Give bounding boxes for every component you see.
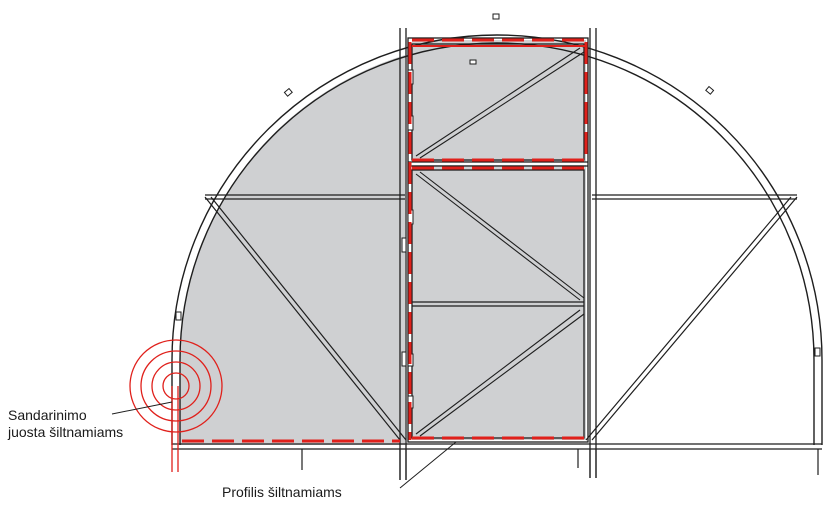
arch-clip-mark: [814, 347, 821, 357]
seal-leader: [111, 401, 173, 415]
door-top-clip: [469, 59, 477, 65]
right-diagonal-a: [591, 196, 798, 441]
sealing-tape-label-line1: Sandarinimo: [8, 407, 87, 423]
left-diagonal-a: [204, 196, 401, 441]
arch-clip-mark: [492, 13, 500, 20]
right-diagonal-b: [585, 196, 792, 441]
leader-lines: [111, 401, 457, 489]
door-upper-sash: [411, 43, 585, 161]
sealing-tape-label: Sandarinimo juosta šiltnamiams: [8, 407, 123, 441]
door-outer-frame: [407, 37, 589, 443]
door-frame: [399, 28, 597, 480]
sealing-tape-label-line2: juosta šiltnamiams: [8, 424, 124, 440]
ground-posts: [301, 449, 819, 480]
panel-shading: [179, 40, 586, 445]
diagonal-braces: [204, 196, 798, 441]
base-rail: [172, 443, 822, 450]
arch-clip-mark: [283, 87, 293, 97]
arch-frame: [171, 34, 823, 445]
door-lower-sash: [411, 169, 585, 439]
left-diagonal-b: [210, 196, 407, 441]
inner-arch: [179, 42, 815, 445]
outer-arch: [171, 34, 823, 445]
arch-clip-mark: [175, 311, 182, 321]
profile-dashes: [182, 38, 588, 443]
door-diagonals: [415, 47, 585, 437]
crossbars: [205, 194, 797, 200]
sealing-tape-roll-icon: [129, 339, 223, 472]
profile-leader: [399, 441, 457, 489]
side-latch: [401, 351, 407, 367]
profile-label: Profilis šiltnamiams: [222, 484, 342, 500]
left-panel-fill: [179, 55, 405, 445]
side-latch: [401, 237, 407, 253]
arch-clip-mark: [705, 85, 715, 95]
